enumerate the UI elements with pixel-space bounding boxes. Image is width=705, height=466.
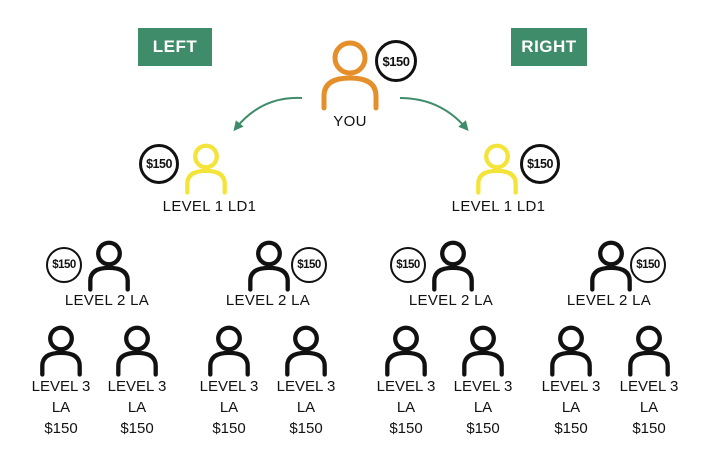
level3-2-label: LEVEL 3 LA $150 — [102, 376, 172, 439]
level3-5-label: LEVEL 3 LA $150 — [371, 376, 441, 439]
level3-2-line1: LEVEL 3 — [107, 378, 167, 395]
level3-4-line1: LEVEL 3 — [276, 378, 336, 395]
level3-5-line2: LA — [396, 399, 416, 416]
level1-left-person-icon — [185, 143, 227, 195]
level3-4-person-icon — [285, 325, 327, 377]
level1-right-person-icon — [476, 143, 518, 195]
you-person-icon — [321, 40, 379, 111]
left-arrow — [233, 96, 303, 132]
level2-3-label: LEVEL 2 LA — [408, 292, 494, 309]
level3-8-line2: LA — [639, 399, 659, 416]
level3-7-line2: LA — [561, 399, 581, 416]
level3-6-line1: LEVEL 3 — [453, 378, 513, 395]
level3-4-line2: LA — [296, 399, 316, 416]
level3-7-line1: LEVEL 3 — [541, 378, 601, 395]
level3-6-label: LEVEL 3 LA $150 — [448, 376, 518, 439]
level3-5-person-icon — [385, 325, 427, 377]
level1-right-amount-coin: $150 — [520, 144, 560, 184]
level2-4-label: LEVEL 2 LA — [566, 292, 652, 309]
level3-6-line2: LA — [473, 399, 493, 416]
level1-right-label: LEVEL 1 LD1 — [451, 198, 546, 215]
level3-3-person-icon — [208, 325, 250, 377]
level3-4-label: LEVEL 3 LA $150 — [271, 376, 341, 439]
level3-5-line1: LEVEL 3 — [376, 378, 436, 395]
level2-1-person-icon — [88, 240, 130, 292]
level3-1-amount: $150 — [44, 420, 78, 437]
level1-left-amount-coin: $150 — [139, 144, 179, 184]
level3-3-line2: LA — [219, 399, 239, 416]
level3-3-line1: LEVEL 3 — [199, 378, 259, 395]
level3-2-line2: LA — [127, 399, 147, 416]
level3-2-person-icon — [116, 325, 158, 377]
you-amount-coin: $150 — [375, 40, 417, 82]
level2-4-amount-coin: $150 — [630, 247, 666, 283]
level2-4-person-icon — [590, 240, 632, 292]
level3-1-label: LEVEL 3 LA $150 — [26, 376, 96, 439]
level3-2-amount: $150 — [120, 420, 154, 437]
level2-1-label: LEVEL 2 LA — [64, 292, 150, 309]
level2-1-amount-coin: $150 — [46, 247, 82, 283]
level3-1-line2: LA — [51, 399, 71, 416]
level3-6-person-icon — [462, 325, 504, 377]
right-tag: RIGHT — [511, 28, 587, 66]
level2-2-label: LEVEL 2 LA — [225, 292, 311, 309]
level2-2-amount-coin: $150 — [291, 247, 327, 283]
right-arrow — [399, 97, 469, 132]
level3-8-label: LEVEL 3 LA $150 — [614, 376, 684, 439]
level3-3-label: LEVEL 3 LA $150 — [194, 376, 264, 439]
level3-7-label: LEVEL 3 LA $150 — [536, 376, 606, 439]
level3-5-amount: $150 — [389, 420, 423, 437]
you-label: YOU — [333, 113, 367, 130]
level3-3-amount: $150 — [212, 420, 246, 437]
level3-6-amount: $150 — [466, 420, 500, 437]
level3-8-amount: $150 — [632, 420, 666, 437]
level3-1-line1: LEVEL 3 — [31, 378, 91, 395]
level3-8-line1: LEVEL 3 — [619, 378, 679, 395]
level2-2-person-icon — [248, 240, 290, 292]
level3-7-person-icon — [550, 325, 592, 377]
level2-3-person-icon — [432, 240, 474, 292]
level3-8-person-icon — [628, 325, 670, 377]
level1-left-label: LEVEL 1 LD1 — [162, 198, 257, 215]
level3-1-person-icon — [40, 325, 82, 377]
left-tag: LEFT — [138, 28, 212, 66]
level2-3-amount-coin: $150 — [390, 247, 426, 283]
level3-4-amount: $150 — [289, 420, 323, 437]
level3-7-amount: $150 — [554, 420, 588, 437]
